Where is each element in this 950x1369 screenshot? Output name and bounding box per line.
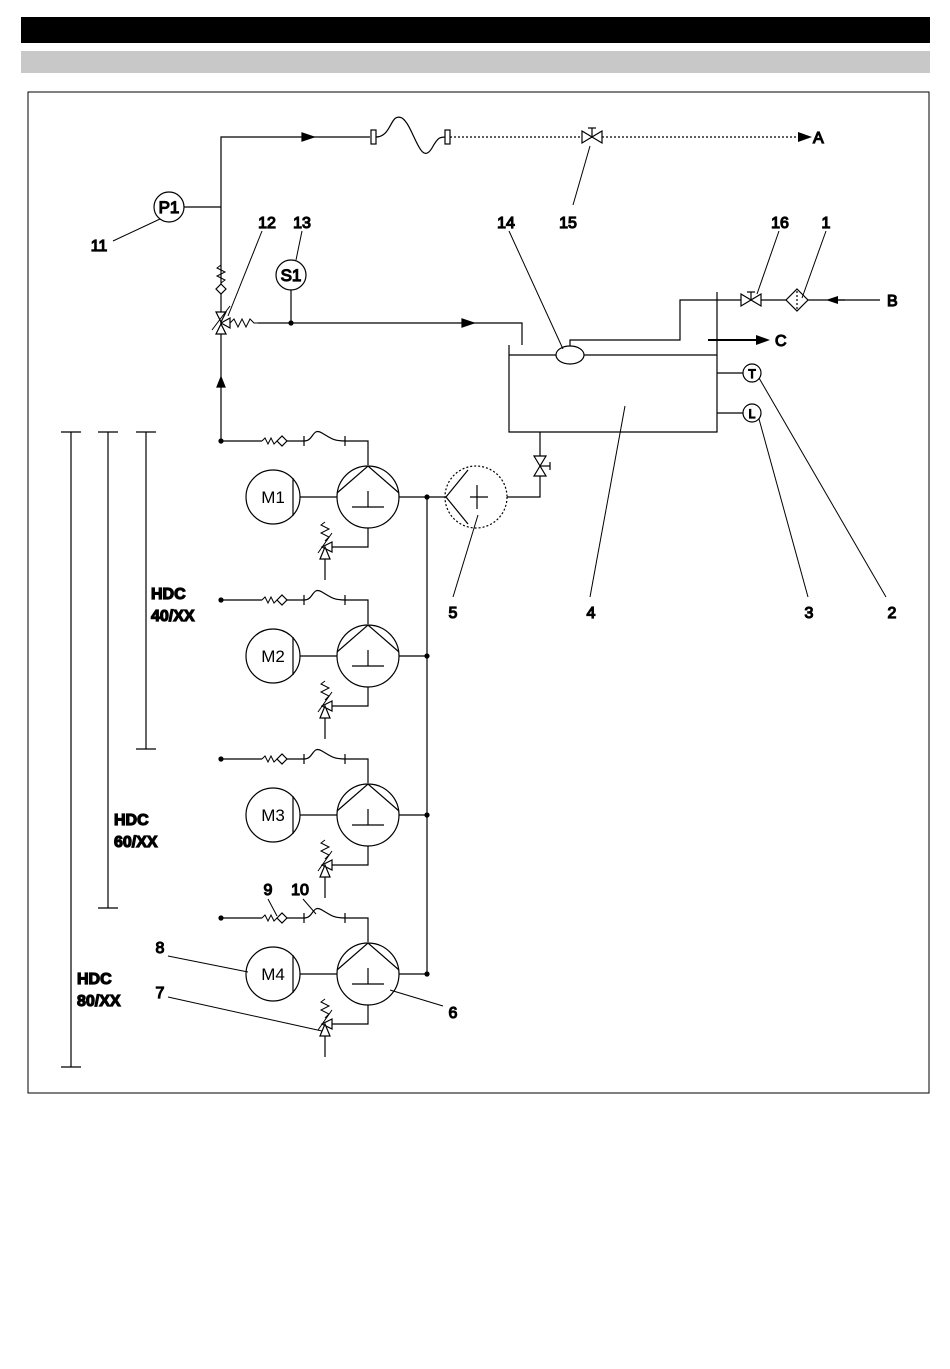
group-80-line1: HDC <box>77 971 112 988</box>
overflow-arrow-c <box>756 335 770 345</box>
callout-10: 10 <box>291 882 309 899</box>
outlet-line-a <box>221 117 812 440</box>
motor-label-3: M3 <box>261 806 285 825</box>
callout-6: 6 <box>449 1005 458 1022</box>
callout-12: 12 <box>258 215 276 232</box>
callout-2: 2 <box>888 605 897 622</box>
pump-unit-2: M2 <box>219 591 429 739</box>
s1-label: S1 <box>281 266 302 285</box>
suction-filter-5 <box>427 466 507 528</box>
p1-label: P1 <box>159 198 180 217</box>
callout-16: 16 <box>771 215 789 232</box>
t-label: T <box>748 367 756 381</box>
callout-leaders <box>113 146 886 1031</box>
motor-label-2: M2 <box>261 647 285 666</box>
outlet-a-label: A <box>813 130 824 147</box>
group-40-line2: 40/XX <box>151 608 195 625</box>
group-60-line2: 60/XX <box>114 834 158 851</box>
pump-unit-4: M4 <box>219 909 429 1057</box>
group-80-line2: 80/XX <box>77 993 121 1010</box>
inlet-filter-1 <box>786 289 808 311</box>
group-40-line1: HDC <box>151 586 186 603</box>
inlet-valve-16 <box>741 292 761 306</box>
inlet-arrow-b <box>826 296 838 304</box>
callout-7: 7 <box>156 985 165 1002</box>
motor-label-1: M1 <box>261 488 285 507</box>
tank-drain-valve <box>507 456 550 497</box>
pump-unit-3: M3 <box>219 750 429 898</box>
callout-13: 13 <box>293 215 311 232</box>
shutoff-valve-15 <box>582 128 602 143</box>
bypass-line <box>258 290 522 345</box>
callout-4: 4 <box>587 605 596 622</box>
pump-unit-1: M1 <box>219 432 429 580</box>
callout-8: 8 <box>156 940 165 957</box>
relief-valve-12 <box>212 306 258 334</box>
callout-11: 11 <box>91 238 108 255</box>
motor-label-4: M4 <box>261 965 285 984</box>
callout-14: 14 <box>497 215 515 232</box>
callout-15: 15 <box>559 215 577 232</box>
tank-4 <box>509 292 717 458</box>
callout-3: 3 <box>805 605 814 622</box>
group-60-line1: HDC <box>114 812 149 829</box>
callout-1: 1 <box>822 215 831 232</box>
l-label: L <box>749 407 756 421</box>
inlet-b-label: B <box>887 293 898 310</box>
callout-9: 9 <box>264 882 273 899</box>
callout-5: 5 <box>449 605 458 622</box>
outlet-c-label: C <box>775 333 787 350</box>
